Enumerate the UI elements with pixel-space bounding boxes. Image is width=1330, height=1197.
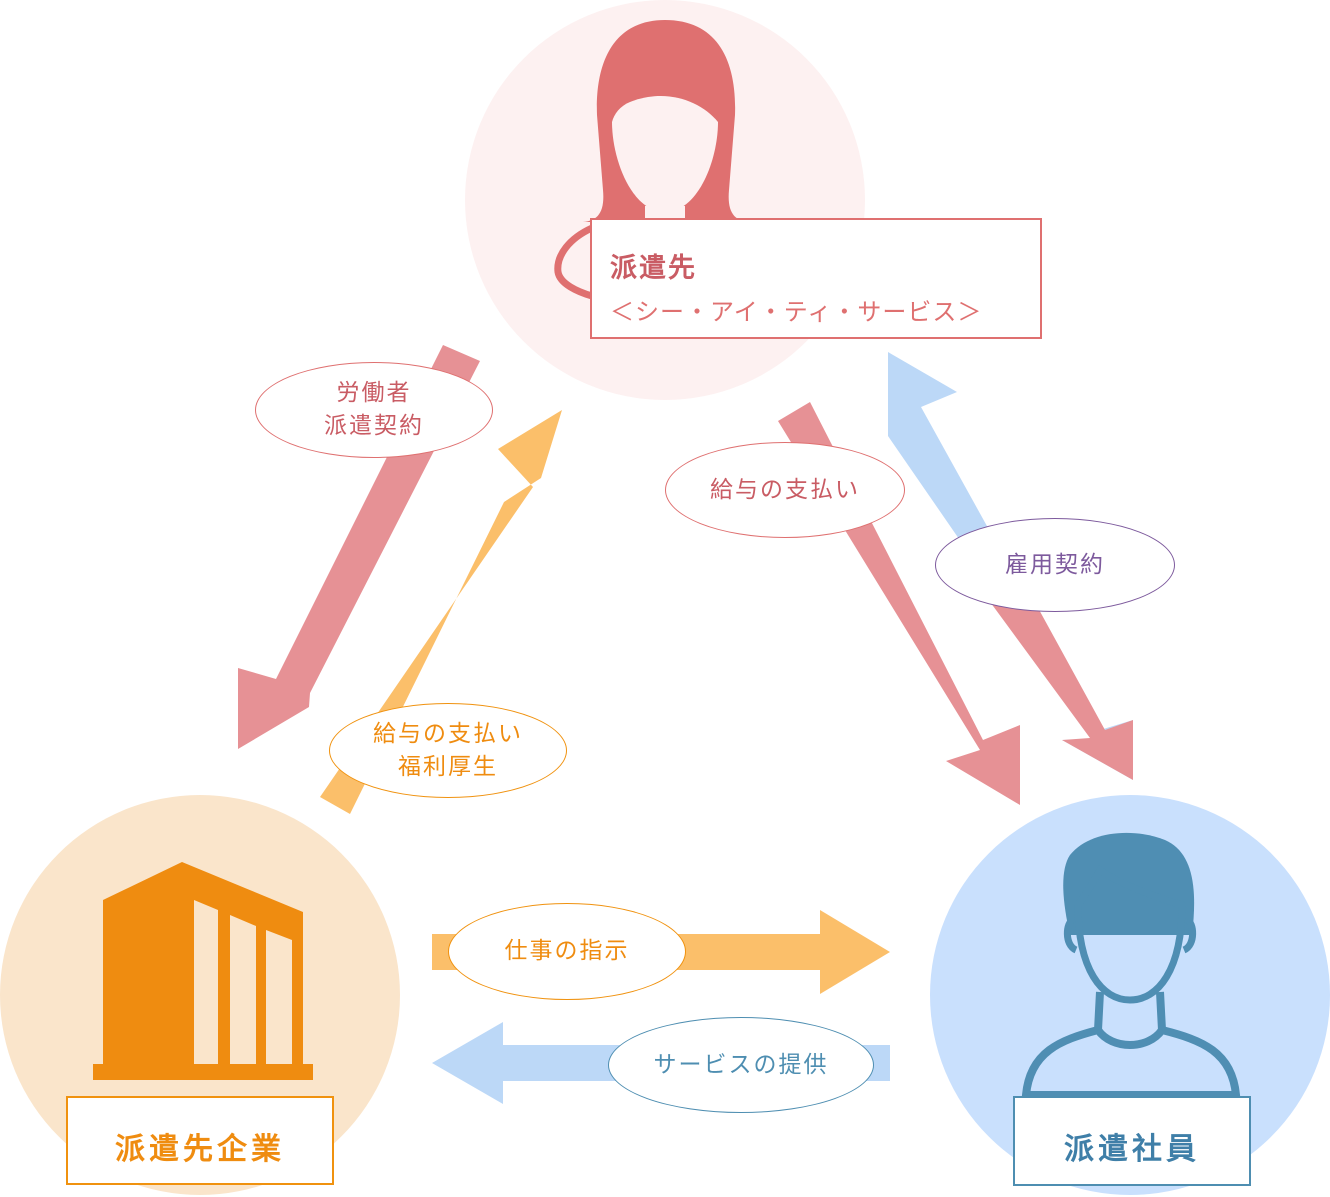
- male-person-icon: [1021, 832, 1241, 1099]
- label-line: 労働者: [336, 380, 412, 406]
- label-employment-contract: 雇用契約: [935, 518, 1175, 612]
- building-icon: [93, 862, 313, 1080]
- arrow-employment-contract-lower: [985, 575, 1133, 780]
- label-line: 給与の支払い: [373, 720, 523, 747]
- label-line: 福利厚生: [398, 753, 498, 780]
- female-person-icon: [554, 20, 752, 300]
- dispatched-employee-title: 派遣社員: [1064, 1132, 1200, 1167]
- label-line: 雇用契約: [1005, 551, 1105, 578]
- dispatch-company-title: 派遣先企業: [115, 1132, 285, 1167]
- label-salary-payment: 給与の支払い: [665, 442, 905, 538]
- arrow-employment-contract: [888, 352, 1133, 780]
- label-worker-dispatch-contract: 労働者 派遣契約: [255, 362, 493, 458]
- dispatch-destination-subtitle: ＜シー・アイ・ティ・サービス＞: [610, 298, 983, 326]
- label-work-instruction: 仕事の指示: [448, 903, 686, 1000]
- dispatch-destination-title: 派遣先: [610, 253, 697, 284]
- dispatched-employee-box: 派遣社員: [1013, 1096, 1251, 1186]
- label-line: 派遣契約: [324, 413, 424, 439]
- label-salary-welfare: 給与の支払い 福利厚生: [329, 703, 567, 798]
- label-line: サービスの提供: [653, 1051, 829, 1078]
- dispatch-destination-box: 派遣先 ＜シー・アイ・ティ・サービス＞: [590, 218, 1042, 339]
- label-line: 給与の支払い: [710, 476, 860, 503]
- dispatch-company-box: 派遣先企業: [66, 1096, 334, 1185]
- label-service-provision: サービスの提供: [608, 1017, 874, 1113]
- label-line: 仕事の指示: [504, 938, 630, 964]
